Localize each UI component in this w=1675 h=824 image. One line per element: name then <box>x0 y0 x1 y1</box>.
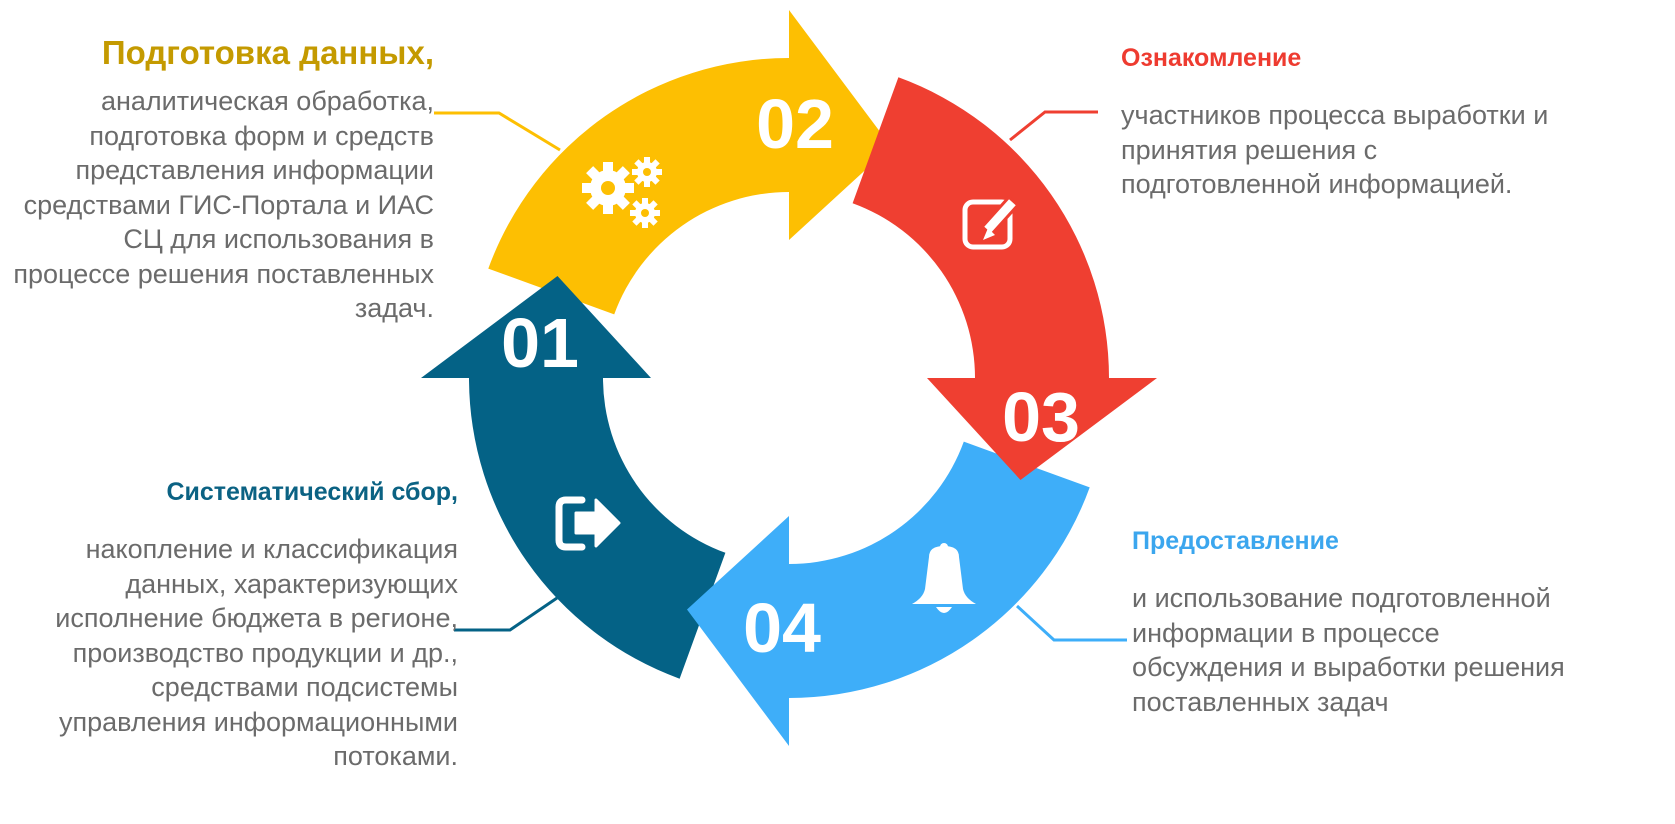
gears-icon <box>582 157 662 228</box>
arrow-segment-01 <box>421 276 726 679</box>
connector-stage-3 <box>1009 110 1098 142</box>
arrow-segment-02 <box>488 10 891 315</box>
stage-04-title: Предоставление <box>1132 527 1339 555</box>
stage-02-title: Подготовка данных, <box>101 34 434 71</box>
arrow-segment-04 <box>687 441 1090 746</box>
connector-stage-1 <box>454 596 558 632</box>
stage-number-04: 04 <box>743 589 821 667</box>
stage-02-text: Подготовка данных, аналитическая обработ… <box>12 34 434 326</box>
bell-icon <box>912 543 976 613</box>
connector-stage-2 <box>434 111 561 152</box>
stage-number-03: 03 <box>1002 378 1080 456</box>
stage-03-title: Ознакомление <box>1121 44 1302 72</box>
stage-01-title: Систематический сбор, <box>166 478 458 506</box>
stage-03-description: участников процесса выработки и принятия… <box>1121 100 1549 199</box>
arrow-segment-03 <box>852 77 1157 481</box>
stage-04-description: и использование подготовленной информаци… <box>1132 583 1565 717</box>
sign-in-icon <box>555 496 621 551</box>
stage-04-text: Предоставление и использование подготовл… <box>1132 527 1572 719</box>
stage-01-description: накопление и классификация данных, харак… <box>55 534 458 771</box>
stage-number-02: 02 <box>756 85 834 163</box>
stage-number-01: 01 <box>501 304 579 382</box>
edit-note-icon <box>962 195 1020 250</box>
connector-stage-4 <box>1015 604 1127 642</box>
stage-02-description: аналитическая обработка, подготовка форм… <box>13 86 434 323</box>
stage-03-text: Ознакомление участников процесса выработ… <box>1121 44 1571 202</box>
stage-01-text: Систематический сбор, накопление и класс… <box>10 478 458 774</box>
